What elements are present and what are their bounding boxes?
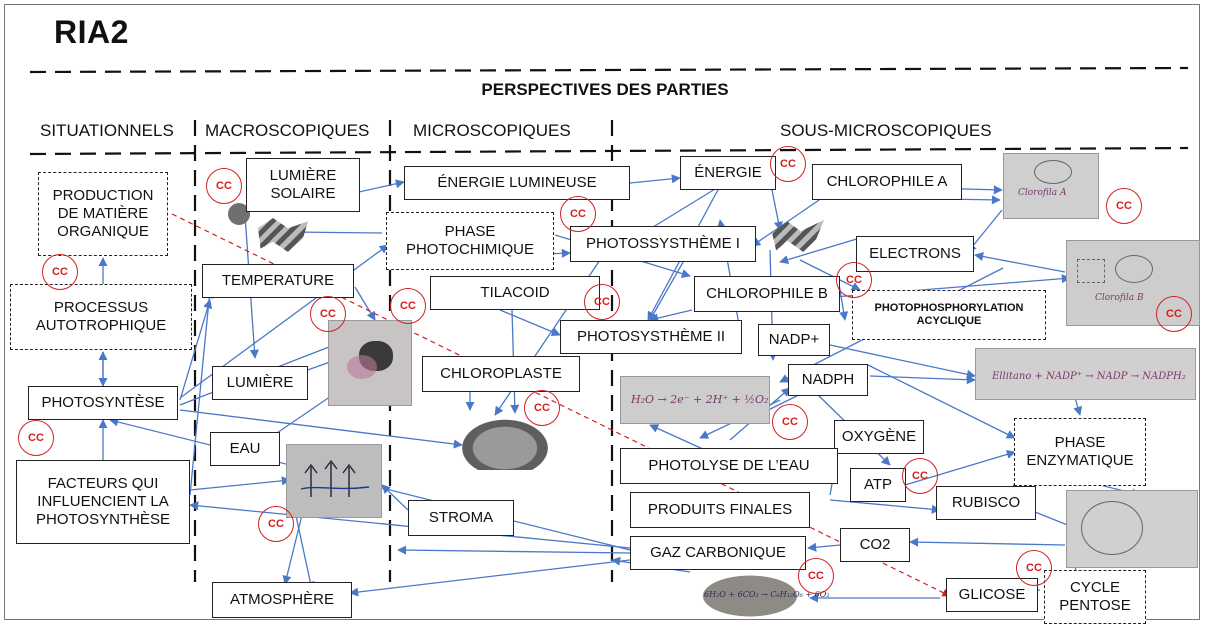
sun-photo	[228, 203, 250, 225]
node-eau[interactable]: EAU	[210, 432, 280, 466]
cc-marker: CC	[524, 390, 560, 426]
node-photosysteme-1[interactable]: PHOTOSSYSTHÈME I	[570, 226, 756, 262]
thermometer-photo	[328, 320, 412, 406]
chlorophile-a-photo: Clorofila A	[1003, 153, 1099, 219]
node-atmosphere[interactable]: ATMOSPHÈRE	[212, 582, 352, 618]
photolyse-equation-photo: H₂O → 2e⁻ + 2H⁺ + ½O₂	[620, 376, 770, 424]
node-nadph[interactable]: NADPH	[788, 364, 868, 396]
node-chlorophile-b[interactable]: CHLOROPHILE B	[694, 276, 840, 312]
cc-marker: CC	[836, 262, 872, 298]
node-nadp-plus[interactable]: NADP+	[758, 324, 830, 356]
water-drawing-photo	[286, 444, 382, 518]
perspectives-heading: PERSPECTIVES DES PARTIES	[481, 80, 729, 99]
node-tilacoid[interactable]: TILACOID	[430, 276, 600, 310]
node-lumiere[interactable]: LUMIÈRE	[212, 366, 308, 400]
nadph-note: Ellitano + NADP⁺ → NADP → NADPH₂	[992, 371, 1186, 382]
cc-marker: CC	[18, 420, 54, 456]
node-gaz-carbonique[interactable]: GAZ CARBONIQUE	[630, 536, 806, 570]
node-co2[interactable]: CO2	[840, 528, 910, 562]
calvin-cycle-photo	[1066, 490, 1198, 568]
node-photolyse[interactable]: PHOTOLYSE DE L’EAU	[620, 448, 838, 484]
column-header-macroscopiques: MACROSCOPIQUES	[205, 121, 370, 140]
cc-marker: CC	[1016, 550, 1052, 586]
node-photosyntese[interactable]: PHOTOSYNTÈSE	[28, 386, 178, 420]
node-rubisco[interactable]: RUBISCO	[936, 486, 1036, 520]
node-cycle-pentose[interactable]: CYCLE PENTOSE	[1044, 570, 1146, 624]
column-header-microscopiques: MICROSCOPIQUES	[413, 121, 571, 140]
cc-marker: CC	[390, 288, 426, 324]
chlorophile-a-note: Clorofila A	[1018, 188, 1067, 198]
column-header-situationnels: SITUATIONNELS	[40, 121, 174, 140]
node-energie[interactable]: ÉNERGIE	[680, 156, 776, 190]
node-oxygene[interactable]: OXYGÈNE	[834, 420, 924, 454]
node-temperature[interactable]: TEMPERATURE	[202, 264, 354, 298]
cc-marker: CC	[798, 558, 834, 594]
node-lumiere-solaire[interactable]: LUMIÈRE SOLAIRE	[246, 158, 360, 212]
chlorophile-b-note: Clorofila B	[1095, 293, 1144, 303]
node-produits-finales[interactable]: PRODUITS FINALES	[630, 492, 810, 528]
cc-marker: CC	[560, 196, 596, 232]
node-glicose[interactable]: GLICOSE	[946, 578, 1038, 612]
node-stroma[interactable]: STROMA	[408, 500, 514, 536]
node-atp[interactable]: ATP	[850, 468, 906, 502]
cc-marker: CC	[1106, 188, 1142, 224]
cc-marker: CC	[584, 284, 620, 320]
node-chloroplaste[interactable]: CHLOROPLASTE	[422, 356, 580, 392]
node-phase-photochimique[interactable]: PHASE PHOTOCHIMIQUE	[386, 212, 554, 270]
nadph-equation-photo: Ellitano + NADP⁺ → NADP → NADPH₂	[975, 348, 1196, 400]
node-energie-lumineuse[interactable]: ÉNERGIE LUMINEUSE	[404, 166, 630, 200]
photolyse-note: H₂O → 2e⁻ + 2H⁺ + ½O₂	[631, 393, 769, 406]
cc-marker: CC	[206, 168, 242, 204]
node-production-matiere-organique[interactable]: PRODUCTION DE MATIÈRE ORGANIQUE	[38, 172, 168, 256]
node-processus-autotrophique[interactable]: PROCESSUS AUTOTROPHIQUE	[10, 284, 192, 350]
glucose-equation-photo: 6H₂O + 6CO₂ → C₆H₁₂O₆ + 6O₂	[690, 570, 830, 622]
cc-marker: CC	[310, 296, 346, 332]
node-electrons[interactable]: ELECTRONS	[856, 236, 974, 272]
node-chlorophile-a[interactable]: CHLOROPHILE A	[812, 164, 962, 200]
cc-marker: CC	[1156, 296, 1192, 332]
cc-marker: CC	[772, 404, 808, 440]
cc-marker: CC	[902, 458, 938, 494]
node-phase-enzymatique[interactable]: PHASE ENZYMATIQUE	[1014, 418, 1146, 486]
cc-marker: CC	[42, 254, 78, 290]
cc-marker: CC	[770, 146, 806, 182]
diagram-title: RIA2	[54, 14, 129, 50]
node-photosysteme-2[interactable]: PHOTOSYSTHÈME II	[560, 320, 742, 354]
glucose-note: 6H₂O + 6CO₂ → C₆H₁₂O₆ + 6O₂	[704, 590, 830, 599]
node-photophosphorylation[interactable]: PHOTOPHOSPHORYLATION ACYCLIQUE	[852, 290, 1046, 340]
cc-marker: CC	[258, 506, 294, 542]
column-header-sous-microscopiques: SOUS-MICROSCOPIQUES	[780, 121, 992, 140]
node-facteurs[interactable]: FACTEURS QUI INFLUENCIENT LA PHOTOSYNTHÈ…	[16, 460, 190, 544]
